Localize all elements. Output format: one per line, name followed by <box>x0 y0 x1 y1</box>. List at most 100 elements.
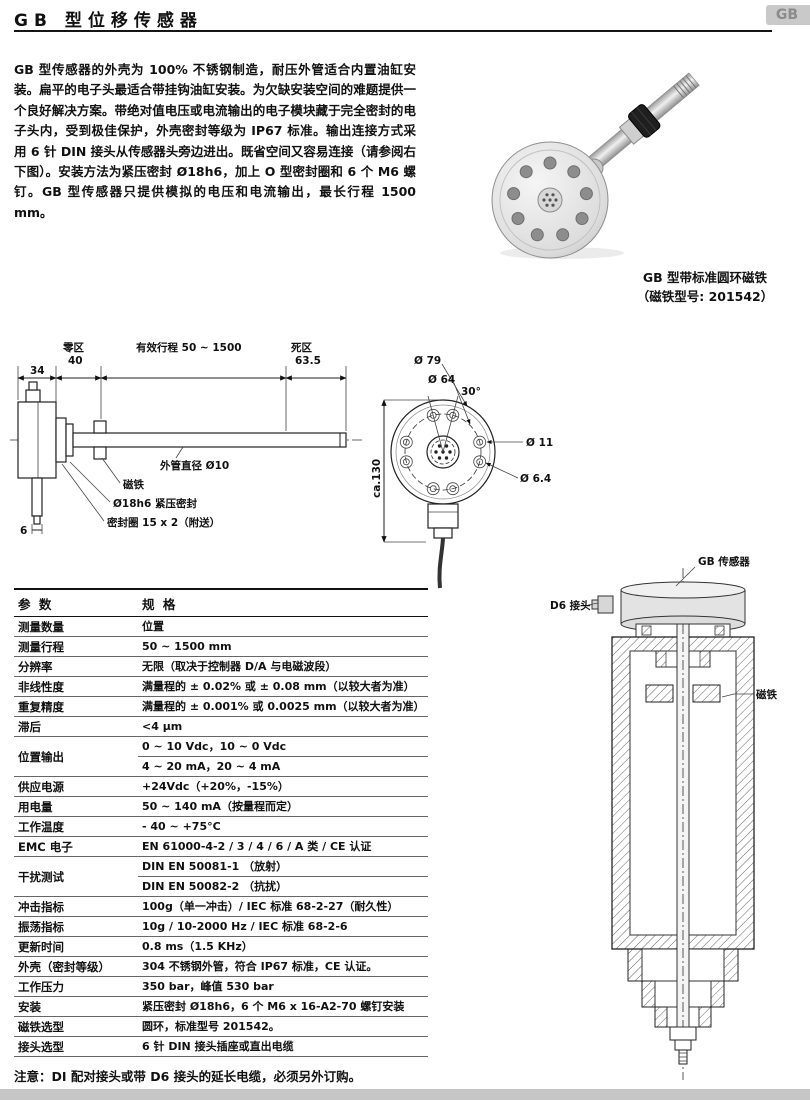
dia-6-4-label: Ø 6.4 <box>520 473 551 485</box>
param-cell: 工作温度 <box>14 816 138 837</box>
table-row: 外壳（密封等级）304 不锈钢外管，符合 IP67 标准，CE 认证。 <box>14 956 428 977</box>
oring-label: 密封圈 15 x 2（附送） <box>107 516 220 529</box>
param-header: 参 数 <box>14 588 138 617</box>
spec-cell: 无限（取决于控制器 D/A 与电磁波段） <box>138 656 428 677</box>
dia-79-label: Ø 79 <box>414 355 441 367</box>
flange-face <box>390 395 496 505</box>
din-connector-face <box>537 187 563 213</box>
table-row: 安装紧压密封 Ø18h6，6 个 M6 x 16-A2-70 螺钉安装 <box>14 996 428 1017</box>
dim-6-group: 6 <box>20 524 43 537</box>
spec-cell: 50 ~ 1500 mm <box>138 636 428 657</box>
spec-cell: 10g / 10-2000 Hz / IEC 标准 68-2-6 <box>138 916 428 937</box>
param-cell: 振荡指标 <box>14 916 138 937</box>
stroke-label: 有效行程 50 ~ 1500 <box>136 341 242 354</box>
front-view-drawing: Ø 79 Ø 64 30° Ø 11 Ø 6.4 ca.130 <box>371 355 553 589</box>
header-divider <box>14 30 772 32</box>
spec-header: 规 格 <box>138 588 428 617</box>
table-header-row: 参 数 规 格 <box>14 588 428 617</box>
cylinder-housing <box>611 623 755 950</box>
photo-caption-model: （磁铁型号: 201542） <box>636 289 774 304</box>
spec-cell: 满量程的 ± 0.001% 或 0.0025 mm（以较大者为准） <box>138 696 428 717</box>
order-note: 注意：DI 配对接头或带 D6 接头的延长电缆，必须另外订购。 <box>14 1069 362 1084</box>
leader-labels: 外管直径 Ø10 磁铁 Ø18h6 紧压密封 密封圈 15 x 2（附送） <box>61 446 229 529</box>
spec-cell: +24Vdc（+20%，-15%） <box>138 776 428 797</box>
product-photo <box>491 72 700 259</box>
param-cell: 位置输出 <box>14 736 138 777</box>
sensor-flange <box>491 141 609 259</box>
bottom-connector <box>427 503 459 589</box>
param-cell: 干扰测试 <box>14 856 138 897</box>
table-row: 重复精度满量程的 ± 0.001% 或 0.0025 mm（以较大者为准） <box>14 696 428 717</box>
side-view-drawing: 34 零区 40 有效行程 50 ~ 1500 死区 63.5 6 <box>10 341 362 537</box>
dead-zone-label: 死区 <box>290 342 312 354</box>
param-cell: 冲击指标 <box>14 896 138 917</box>
tube-diameter-label: 外管直径 Ø10 <box>159 459 229 472</box>
param-cell: 外壳（密封等级） <box>14 956 138 977</box>
param-cell: 磁铁选型 <box>14 1016 138 1037</box>
d6-connector-label: D6 接头 <box>550 599 591 612</box>
param-cell: 安装 <box>14 996 138 1017</box>
table-row: 工作温度- 40 ~ +75°C <box>14 816 428 837</box>
zero-zone-label: 零区 <box>62 342 84 354</box>
thread-tip <box>673 75 697 99</box>
spec-cell: 350 bar，峰值 530 bar <box>138 976 428 997</box>
param-cell: 接头选型 <box>14 1036 138 1057</box>
angle-30-label: 30° <box>461 386 481 398</box>
magnet-section-label: 磁铁 <box>756 688 777 701</box>
dia-11-label: Ø 11 <box>526 437 553 449</box>
spec-cell: - 40 ~ +75°C <box>138 816 428 837</box>
param-cell: 滞后 <box>14 716 138 737</box>
gb-sensor-label: GB 传感器 <box>698 555 750 568</box>
table-row: 4 ~ 20 mA，20 ~ 4 mA <box>14 756 428 777</box>
magnet-label: 磁铁 <box>123 478 144 491</box>
cross-section-drawing: GB 传感器 D6 接头 磁铁 <box>550 555 777 1080</box>
corner-tag: GB <box>765 5 810 25</box>
footer-bar <box>0 1089 810 1100</box>
table-row: 测量数量位置 <box>14 616 428 637</box>
table-row: 磁铁选型圆环，标准型号 201542。 <box>14 1016 428 1037</box>
dia-64-label: Ø 64 <box>428 374 455 386</box>
table-row: 分辨率无限（取决于控制器 D/A 与电磁波段） <box>14 656 428 677</box>
dimension-lines <box>17 366 347 431</box>
table-row: DIN EN 50082-2 （抗扰） <box>14 876 428 897</box>
spec-cell: 304 不锈钢外管，符合 IP67 标准，CE 认证。 <box>138 956 428 977</box>
table-row: 滞后<4 μm <box>14 716 428 737</box>
front-dimensions: Ø 79 Ø 64 30° Ø 11 Ø 6.4 ca.130 <box>371 355 553 543</box>
spec-cell: 位置 <box>138 616 428 637</box>
spec-cell: DIN EN 50082-2 （抗扰） <box>138 876 428 897</box>
param-cell: 测量行程 <box>14 636 138 657</box>
page-title: GB 型位移传感器 <box>14 11 203 31</box>
photo-caption: GB 型带标准圆环磁铁 （磁铁型号: 201542） <box>598 268 810 306</box>
spec-cell: 紧压密封 Ø18h6，6 个 M6 x 16-A2-70 螺钉安装 <box>138 996 428 1017</box>
spec-cell: 100g（单一冲击）/ IEC 标准 68-2-27（耐久性） <box>138 896 428 917</box>
spec-cell: 圆环，标准型号 201542。 <box>138 1016 428 1037</box>
spec-cell: 0.8 ms（1.5 KHz） <box>138 936 428 957</box>
seal-label: Ø18h6 紧压密封 <box>113 497 197 510</box>
param-cell: 更新时间 <box>14 936 138 957</box>
magnet-section <box>645 684 674 703</box>
param-cell: 供应电源 <box>14 776 138 797</box>
sensor-side-view <box>10 381 362 525</box>
table-row: 非线性度满量程的 ± 0.02% 或 ± 0.08 mm（以较大者为准） <box>14 676 428 697</box>
param-cell: 用电量 <box>14 796 138 817</box>
spec-cell: EN 61000-4-2 / 3 / 4 / 6 / A 类 / CE 认证 <box>138 836 428 857</box>
param-cell: 重复精度 <box>14 696 138 717</box>
spec-cell: 满量程的 ± 0.02% 或 ± 0.08 mm（以较大者为准） <box>138 676 428 697</box>
param-cell: EMC 电子 <box>14 836 138 857</box>
spec-cell: 0 ~ 10 Vdc，10 ~ 0 Vdc <box>138 736 428 757</box>
spec-cell: 50 ~ 140 mA（按量程而定） <box>138 796 428 817</box>
spec-cell: 6 针 DIN 接头插座或直出电缆 <box>138 1036 428 1057</box>
